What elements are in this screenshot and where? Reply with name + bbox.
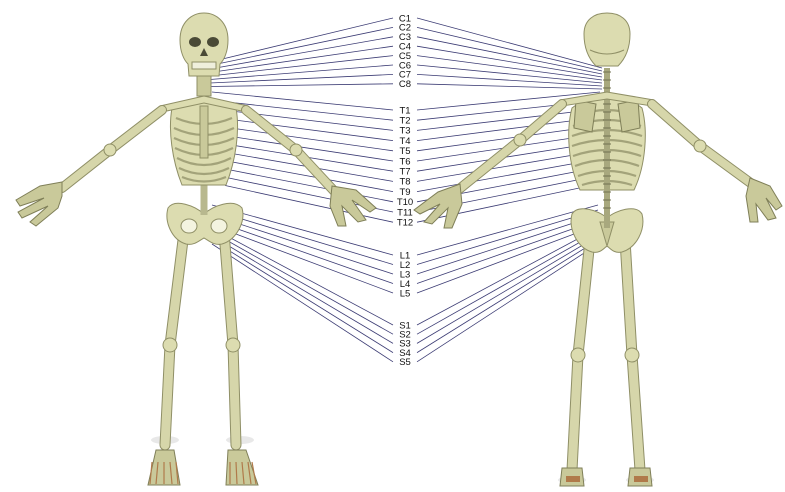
leader-line-back-s1 xyxy=(417,228,598,325)
leader-line-back-s5 xyxy=(417,244,598,362)
leader-line-front-c3 xyxy=(210,37,393,69)
leader-line-front-c5 xyxy=(210,56,393,76)
back-legs xyxy=(560,240,652,486)
segment-label-c8: C8 xyxy=(399,79,411,90)
segment-label-s5: S5 xyxy=(399,357,411,368)
leader-line-front-s1 xyxy=(212,228,393,325)
leader-line-front-t4 xyxy=(216,118,393,141)
leader-line-back-c1 xyxy=(417,18,602,68)
leader-line-front-s4 xyxy=(212,240,393,353)
leader-line-front-c4 xyxy=(210,46,393,72)
leader-line-back-t9 xyxy=(417,160,594,192)
leader-line-back-s4 xyxy=(417,240,598,353)
back-skull xyxy=(584,13,630,66)
leader-line-back-c3 xyxy=(417,37,602,74)
leader-line-front-c1 xyxy=(210,18,393,62)
segment-label-l5: L5 xyxy=(400,288,411,299)
leader-line-back-c2 xyxy=(417,27,602,71)
leader-line-front-c6 xyxy=(210,65,393,80)
leader-line-front-c8 xyxy=(210,84,393,87)
segment-label-t12: T12 xyxy=(397,218,413,229)
front-skeleton-figure xyxy=(16,13,376,485)
front-skull xyxy=(180,13,228,76)
front-ribcage xyxy=(170,101,237,186)
segment-labels: C1C2C3C4C5C6C7C8T1T2T3T4T5T6T7T8T9T10T11… xyxy=(397,13,413,368)
leader-line-front-c7 xyxy=(210,74,393,83)
leader-line-front-c2 xyxy=(210,27,393,65)
back-skeleton-figure xyxy=(414,13,782,486)
leader-line-front-t10 xyxy=(223,169,393,202)
front-legs xyxy=(148,232,258,485)
leader-line-front-t3 xyxy=(214,109,393,130)
leader-line-back-c4 xyxy=(417,46,602,77)
